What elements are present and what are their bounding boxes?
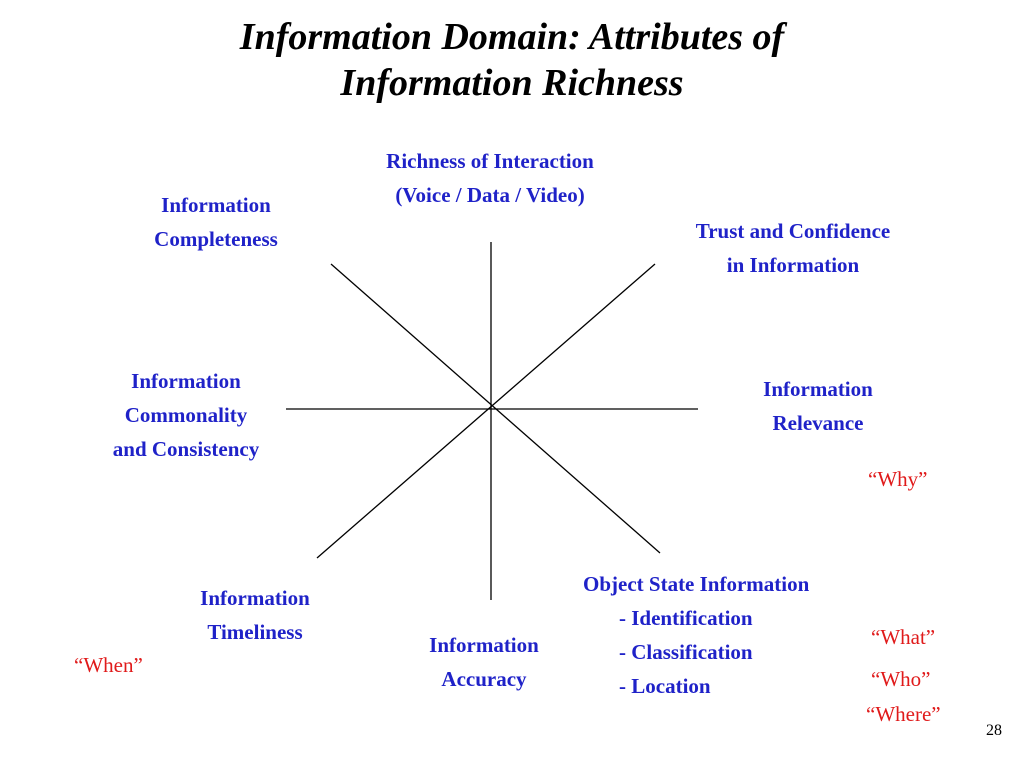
title-line-2: Information Richness: [340, 62, 684, 104]
attribute-line: (Voice / Data / Video): [395, 183, 585, 207]
attribute-line: Timeliness: [207, 620, 303, 644]
attribute-item: - Identification: [619, 606, 753, 630]
attribute-information-accuracy: Information Accuracy: [394, 628, 574, 696]
attribute-line: Completeness: [154, 227, 278, 251]
attribute-item: - Classification: [619, 640, 753, 664]
axis-diagonal-anti: [316, 263, 656, 559]
slide-title: Information Domain: Attributes of Inform…: [0, 14, 1024, 106]
attribute-line: and Consistency: [112, 437, 260, 461]
attribute-line: Information: [200, 586, 310, 610]
attribute-item: - Location: [619, 674, 711, 698]
attribute-line: Accuracy: [441, 667, 527, 691]
attribute-line: Relevance: [772, 411, 864, 435]
attribute-information-timeliness: Information Timeliness: [165, 581, 345, 649]
attribute-object-state-information: Object State Information - Identificatio…: [583, 567, 903, 703]
attribute-line: Richness of Interaction: [386, 149, 594, 173]
attribute-trust-and-confidence: Trust and Confidence in Information: [648, 214, 938, 282]
question-why: “Why”: [868, 467, 928, 491]
attribute-information-relevance: Information Relevance: [728, 372, 908, 440]
attribute-information-commonality: Information Commonality and Consistency: [76, 364, 296, 466]
question-when: “When”: [74, 653, 143, 677]
axis-diagonal-main: [330, 263, 661, 554]
attribute-line: Trust and Confidence: [695, 219, 891, 243]
attribute-information-completeness: Information Completeness: [116, 188, 316, 256]
attribute-line: Commonality: [124, 403, 248, 427]
attribute-richness-of-interaction: Richness of Interaction (Voice / Data / …: [340, 144, 640, 212]
title-line-1: Information Domain: Attributes of: [239, 16, 785, 58]
page-number: 28: [986, 722, 1002, 739]
question-what: “What”: [871, 625, 936, 649]
attribute-heading: Object State Information: [583, 572, 810, 596]
question-where: “Where”: [866, 702, 941, 726]
attribute-line: Information: [161, 193, 271, 217]
question-who: “Who”: [871, 667, 931, 691]
attribute-line: Information: [429, 633, 539, 657]
attribute-line: Information: [763, 377, 873, 401]
attribute-line: Information: [131, 369, 241, 393]
attribute-line: in Information: [726, 253, 860, 277]
